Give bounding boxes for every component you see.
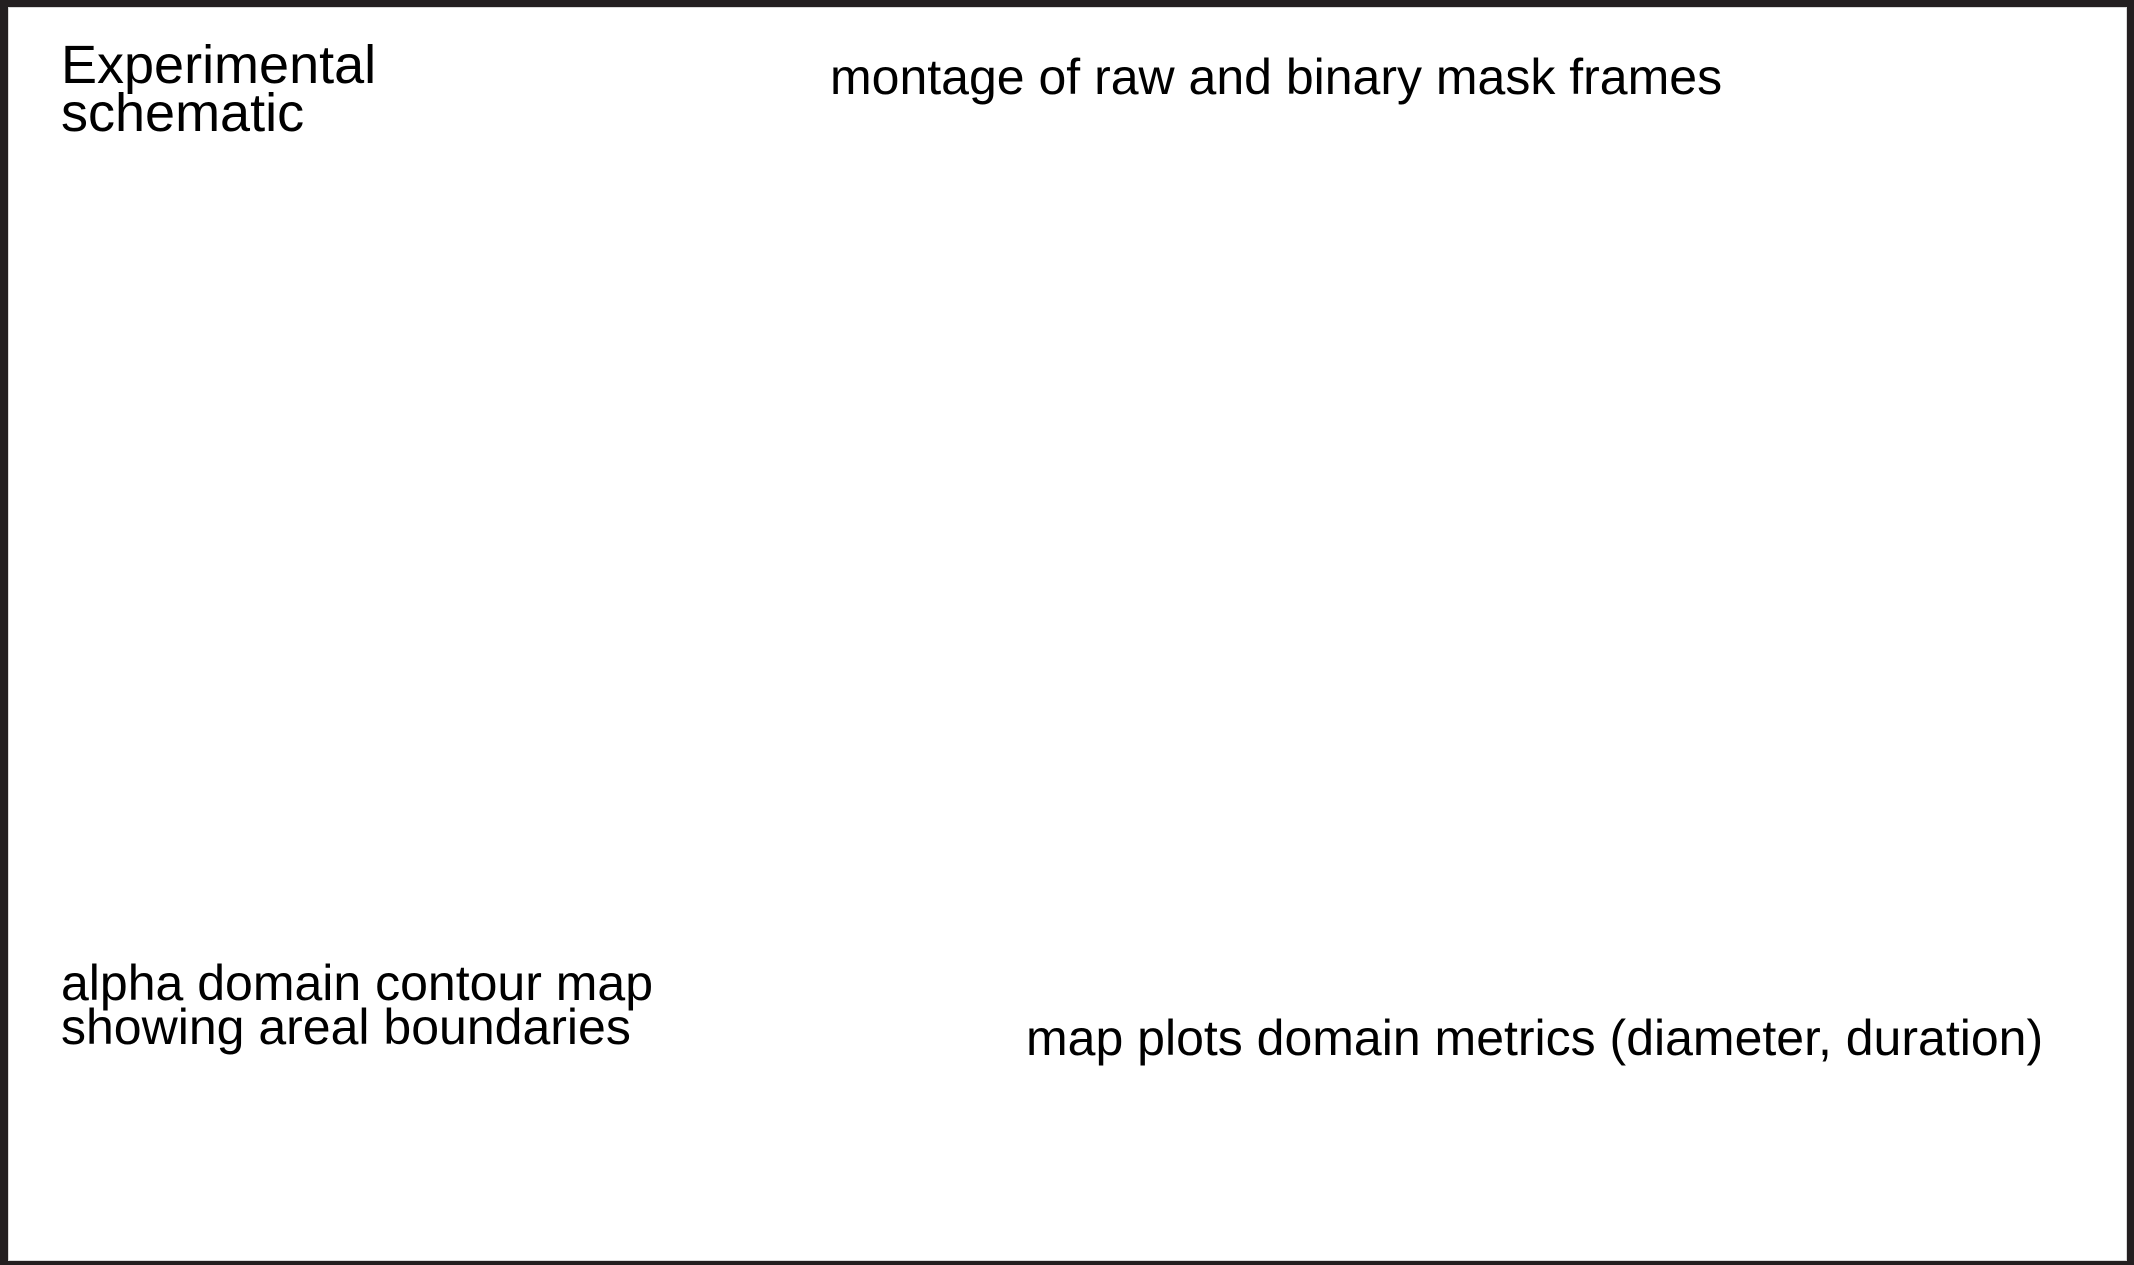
figure-border-right — [2127, 0, 2134, 1265]
figure-border-left — [0, 0, 8, 1265]
figure-border-bottom — [0, 1261, 2134, 1265]
figure-border-top — [0, 0, 2134, 7]
figure-canvas: Experimental schematic montage of raw an… — [9, 8, 2126, 1260]
caption-map-plots-domain-metrics: map plots domain metrics (diameter, dura… — [1026, 1010, 2044, 1066]
caption-montage-raw-and-binary-mask-frames: montage of raw and binary mask frames — [830, 49, 1723, 105]
caption-experimental-schematic: Experimental schematic — [61, 35, 377, 143]
caption-alpha-domain-contour-map: alpha domain contour map showing areal b… — [61, 955, 654, 1055]
